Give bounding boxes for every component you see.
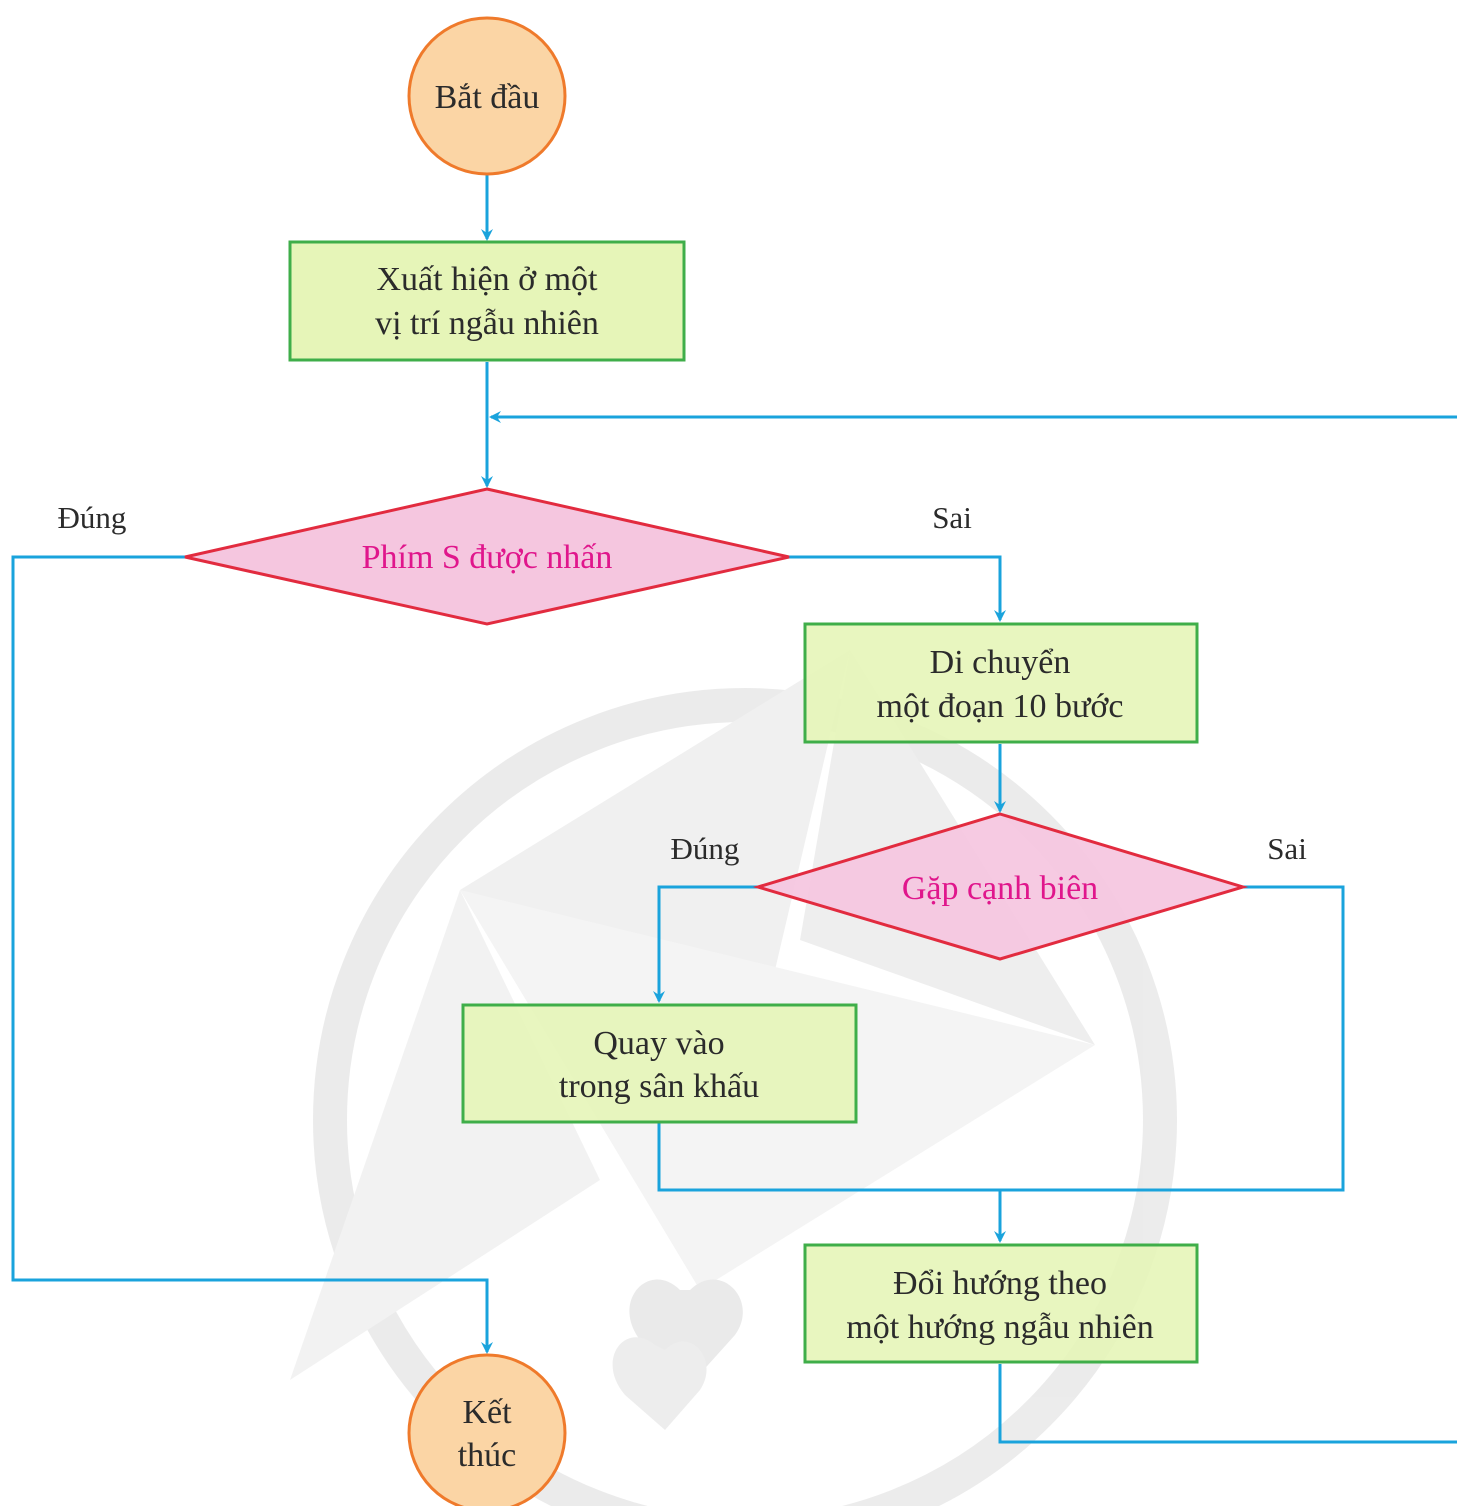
process-turn-into-stage: Quay vào trong sân khấu <box>461 1003 858 1124</box>
decision-key-false-label: Sai <box>932 500 972 535</box>
decision-key-pressed: Phím S được nhấn <box>184 487 790 626</box>
connector-key-false-to-move <box>789 555 1006 622</box>
process-move-line1: Di chuyển <box>930 644 1071 681</box>
end-label-line2: thúc <box>458 1437 517 1474</box>
connectors <box>11 175 1457 1444</box>
decision-edge: Gặp cạnh biên <box>752 812 1249 961</box>
connector-random-to-loop <box>998 1364 1457 1444</box>
process-turn-line1: Quay vào <box>593 1025 724 1062</box>
decision-key-label: Phím S được nhấn <box>362 539 613 576</box>
process-random-direction: Đổi hướng theo một hướng ngẫu nhiên <box>803 1243 1199 1364</box>
process-move-line2: một đoạn 10 bước <box>877 688 1124 725</box>
process-random-line1: Đổi hướng theo <box>893 1265 1107 1302</box>
connector-edge-true-to-turn <box>653 885 758 1003</box>
start-label: Bắt đầu <box>435 79 540 116</box>
process-appear-line2: vị trí ngẫu nhiên <box>375 305 599 342</box>
process-random-line2: một hướng ngẫu nhiên <box>846 1309 1153 1346</box>
process-appear-line1: Xuất hiện ở một <box>377 261 599 298</box>
connector-edge-false <box>657 885 1345 1192</box>
decision-key-true-label: Đúng <box>58 500 127 535</box>
decision-edge-label: Gặp cạnh biên <box>902 870 1098 907</box>
end-terminal: Kết thúc <box>407 1353 567 1506</box>
decision-edge-false-label: Sai <box>1267 831 1307 866</box>
process-move-steps: Di chuyển một đoạn 10 bước <box>803 622 1199 744</box>
end-label-line1: Kết <box>462 1394 512 1431</box>
decision-edge-true-label: Đúng <box>671 831 740 866</box>
connector-key-true-to-end <box>11 555 493 1354</box>
process-turn-line2: trong sân khấu <box>559 1068 759 1105</box>
start-terminal: Bắt đầu <box>407 16 567 176</box>
process-appear-random: Xuất hiện ở một vị trí ngẫu nhiên <box>288 240 686 362</box>
